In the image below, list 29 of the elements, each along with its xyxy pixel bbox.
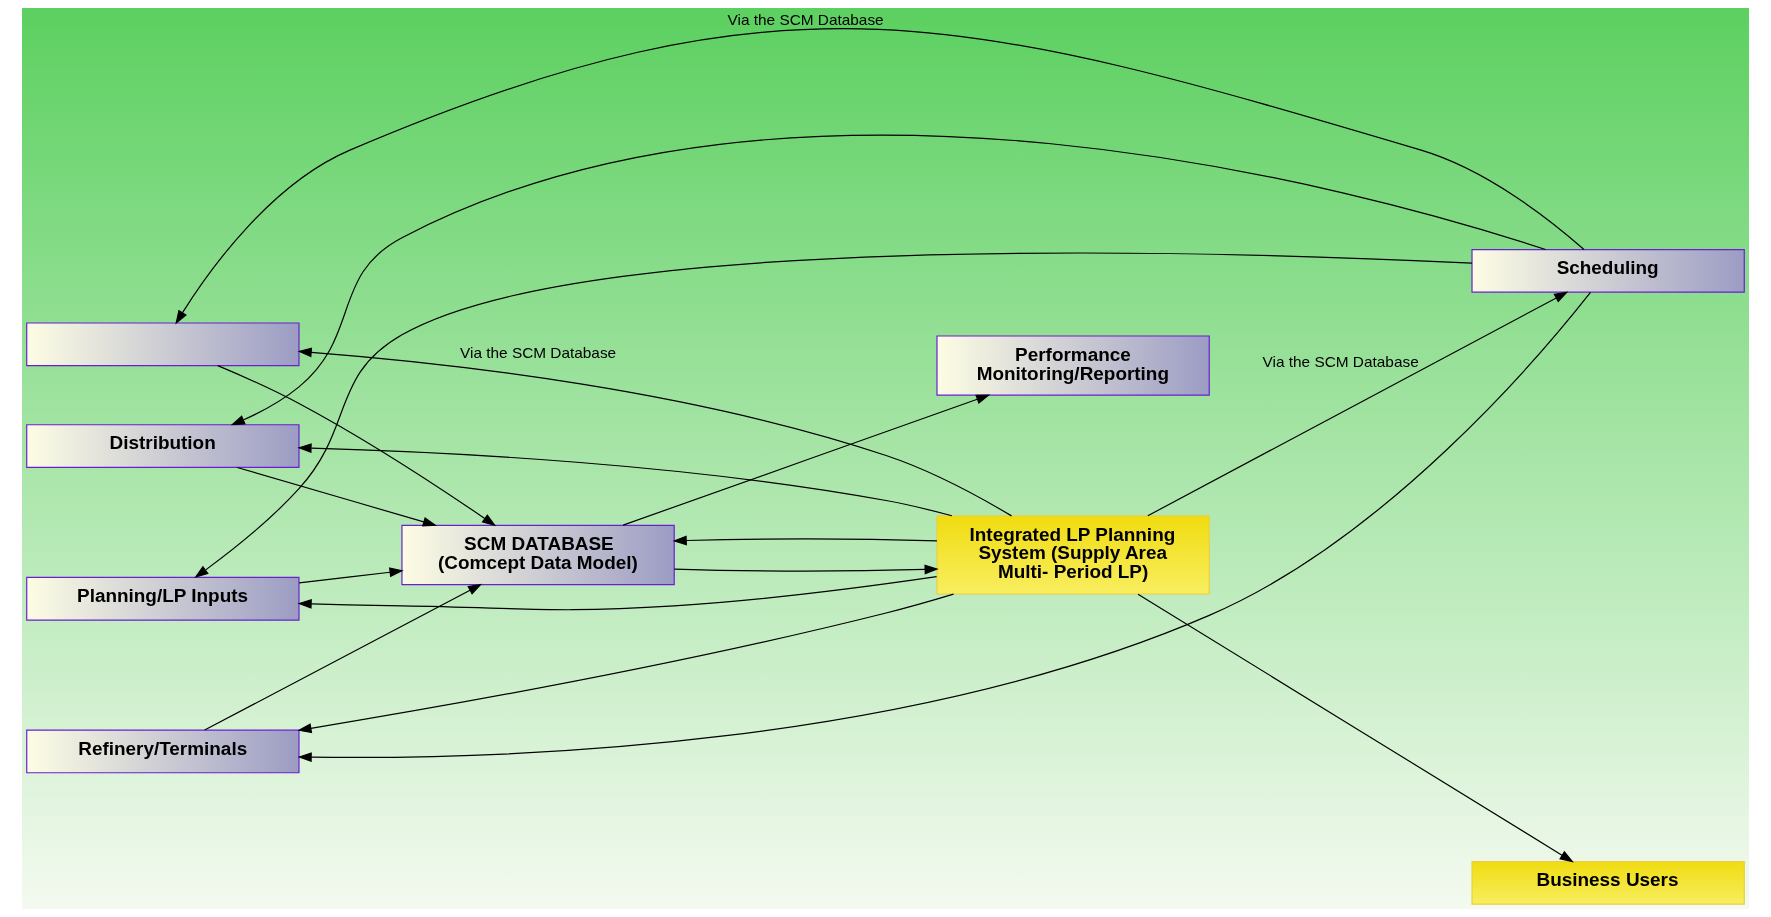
node-box: Refinery/Terminals: [26, 729, 300, 774]
arrow: [298, 567, 404, 584]
edge-label: Via the SCM Database: [1262, 353, 1419, 371]
node-box: Integrated LP Planning System (Supply Area Multi- Period LP): [936, 515, 1210, 595]
arrow: [204, 583, 483, 731]
arrow: [230, 135, 1547, 426]
arrow: [672, 535, 938, 546]
arrow: [297, 593, 955, 734]
arrow: [217, 365, 497, 527]
node-box: Distribution: [26, 424, 300, 468]
node-box: Planning/LP Inputs: [26, 576, 300, 621]
edge-label: Via the SCM Database: [727, 11, 884, 29]
arrow: [297, 347, 1013, 517]
node-box: Business Users: [1471, 860, 1745, 905]
node-box: Performance Monitoring/Reporting: [936, 335, 1210, 396]
arrow: [622, 394, 991, 526]
arrow: [673, 564, 939, 575]
arrow: [297, 291, 1592, 763]
node-box: [26, 322, 300, 367]
arrow: [297, 443, 953, 517]
edge-label: Via the SCM Database: [460, 343, 617, 361]
arrow: [1137, 593, 1574, 863]
arrow: [297, 576, 938, 611]
arrow: [236, 466, 437, 527]
node-box: SCM DATABASE (Comcept Data Model): [401, 524, 675, 586]
arrow: [194, 252, 1473, 579]
arrow: [175, 28, 1585, 325]
node-box: Scheduling: [1471, 249, 1745, 293]
arrow: [1147, 291, 1569, 517]
